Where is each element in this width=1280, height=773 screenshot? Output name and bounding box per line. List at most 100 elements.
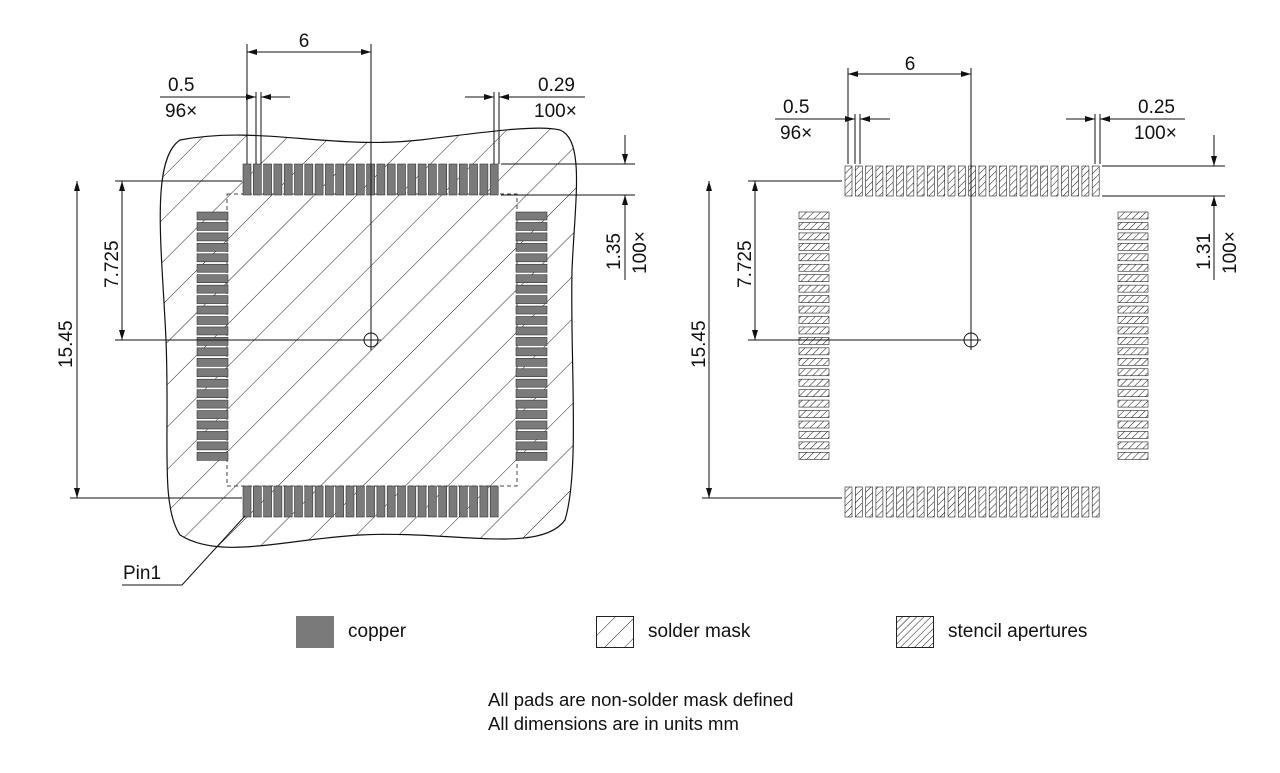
copper-pads <box>196 163 548 518</box>
copper-pad <box>355 485 365 518</box>
legend-solder-mask-label: solder mask <box>648 621 751 642</box>
stencil-aperture <box>1117 316 1149 324</box>
copper-pad <box>489 485 499 518</box>
copper-pad <box>196 305 229 315</box>
copper-pad <box>428 485 437 518</box>
copper-pad <box>417 163 427 196</box>
copper-pad <box>294 163 303 196</box>
copper-pad <box>515 284 548 294</box>
stencil-aperture <box>798 441 830 450</box>
stencil-aperture <box>798 410 830 418</box>
legend-stencil: stencil apertures <box>896 616 1087 648</box>
copper-pad <box>242 485 252 518</box>
stencil-aperture <box>885 486 894 518</box>
copper-pad <box>196 263 229 273</box>
stencil-aperture <box>1117 410 1149 418</box>
stencil-aperture <box>968 165 976 197</box>
copper-pad <box>407 485 417 518</box>
copper-pad <box>196 326 229 336</box>
copper-pad <box>366 485 375 518</box>
copper-pad <box>448 485 458 518</box>
stencil-aperture <box>937 486 946 518</box>
dim-pad-length: 1.35 <box>604 233 625 270</box>
copper-pad <box>196 452 229 461</box>
copper-pad <box>355 163 365 196</box>
stencil-aperture <box>1091 165 1100 197</box>
stencil-aperture <box>916 486 925 518</box>
copper-pad <box>253 163 262 196</box>
dim-pad-count: 96× <box>165 101 197 122</box>
stencil-aperture <box>798 253 830 262</box>
copper-pad <box>283 163 293 196</box>
stencil-swatch <box>896 616 934 648</box>
copper-pad <box>417 485 427 518</box>
copper-pad <box>515 357 548 367</box>
copper-pad <box>376 163 386 196</box>
copper-pad <box>515 337 548 346</box>
dim-pad-count: 96× <box>780 123 812 144</box>
copper-pad <box>253 485 262 518</box>
stencil-aperture <box>1009 165 1018 197</box>
dim-half-span: 7.725 <box>102 240 123 288</box>
copper-pad <box>469 485 478 518</box>
copper-pad <box>263 163 272 196</box>
stencil-aperture <box>1019 486 1028 518</box>
copper-pad <box>196 295 229 304</box>
copper-pad <box>438 163 448 196</box>
stencil-aperture <box>1117 431 1149 439</box>
dim-pad-width: 0.5 <box>168 75 194 96</box>
copper-pad <box>458 485 468 518</box>
stencil-aperture <box>1009 486 1018 518</box>
copper-pad <box>515 420 548 430</box>
copper-pad <box>515 295 548 304</box>
copper-pad <box>263 485 272 518</box>
stencil-aperture <box>906 165 915 197</box>
copper-pad <box>273 485 283 518</box>
stencil-aperture <box>854 165 863 197</box>
stencil-aperture <box>1071 486 1079 518</box>
copper-pad <box>515 410 548 419</box>
legend-copper: copper <box>296 616 406 648</box>
pin1-label: Pin1 <box>123 563 161 584</box>
copper-pad <box>515 253 548 263</box>
copper-pad <box>345 485 355 518</box>
copper-pad <box>314 163 324 196</box>
stencil-aperture <box>1061 165 1069 197</box>
copper-pad <box>376 485 386 518</box>
stencil-aperture <box>798 305 830 314</box>
copper-pad <box>196 274 229 284</box>
stencil-aperture <box>957 165 966 197</box>
stencil-aperture <box>1117 274 1149 283</box>
stencil-aperture <box>798 295 830 303</box>
dim-gap: 0.25 <box>1138 97 1175 118</box>
copper-pad <box>407 163 417 196</box>
dim-pad-length-count: 100× <box>630 231 651 274</box>
copper-pad <box>325 485 334 518</box>
note-line-1: All pads are non-solder mask defined <box>488 689 794 710</box>
copper-pad <box>479 485 489 518</box>
stencil-aperture <box>1117 232 1149 241</box>
copper-pad <box>448 163 458 196</box>
copper-pad <box>515 452 548 461</box>
stencil-aperture <box>798 284 830 293</box>
stencil-aperture <box>798 211 830 220</box>
copper-pad <box>196 420 229 430</box>
stencil-aperture <box>798 274 830 283</box>
copper-pad <box>515 222 548 231</box>
copper-pad <box>325 163 334 196</box>
copper-pad <box>515 368 548 378</box>
copper-pad <box>196 399 229 409</box>
stencil-aperture <box>1117 368 1149 377</box>
copper-pad <box>304 485 314 518</box>
copper-pad <box>273 163 283 196</box>
copper-pad <box>345 163 355 196</box>
copper-pad <box>515 441 548 451</box>
stencil-aperture <box>865 486 873 518</box>
dim-pitch-top: 6 <box>905 54 916 75</box>
copper-pad <box>515 431 548 440</box>
stencil-aperture <box>1117 263 1149 272</box>
copper-pad <box>515 232 548 242</box>
stencil-aperture <box>854 486 863 518</box>
stencil-aperture <box>798 368 830 377</box>
